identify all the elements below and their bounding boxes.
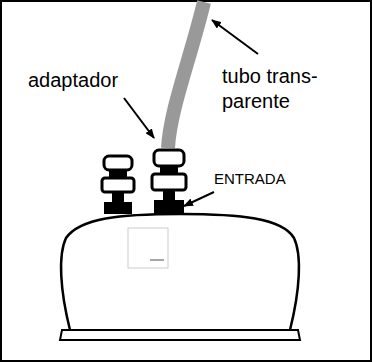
leader-arrow (124, 98, 154, 138)
leader-arrow (184, 192, 214, 206)
leader-arrow (212, 20, 258, 54)
part-label: tubo trans- parente (222, 64, 352, 114)
adapter-fitting-left (102, 156, 134, 214)
part-label: ENTRADA (214, 170, 286, 189)
filter-canister (60, 214, 300, 340)
transparent-tube (168, 2, 204, 148)
inlet-fitting (152, 150, 186, 214)
part-label: adaptador (28, 68, 118, 93)
